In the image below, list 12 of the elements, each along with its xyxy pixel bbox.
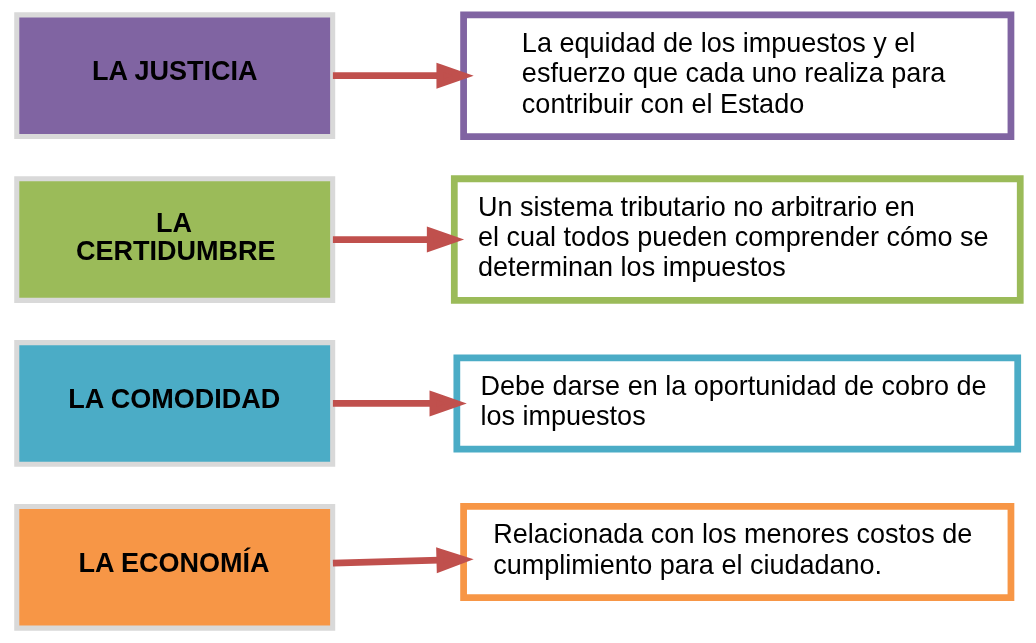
node-box: LA COMODIDAD xyxy=(13,340,335,467)
node-box: Debe darse en la oportunidad de cobro de los impuestos xyxy=(452,354,1021,453)
arrow xyxy=(332,62,474,89)
node-box: LA JUSTICIA xyxy=(13,12,335,140)
node-box: La equidad de los impuestos y el esfuerzo que cada uno realiza para contribuir con el Estado xyxy=(459,11,1014,140)
arrow xyxy=(332,390,467,417)
node-box: Relacionada con los menores costos de cumplimiento para el ciudadano. xyxy=(459,503,1014,602)
arrow xyxy=(332,226,464,253)
arrow xyxy=(332,547,474,574)
node-box: Un sistema tributario no arbitrario en el cual todos pueden comprender cómo se determinan los impuestos xyxy=(450,175,1024,304)
node-box: LA CERTIDUMBRE xyxy=(13,176,335,303)
node-box: LA ECONOMÍA xyxy=(13,503,335,631)
